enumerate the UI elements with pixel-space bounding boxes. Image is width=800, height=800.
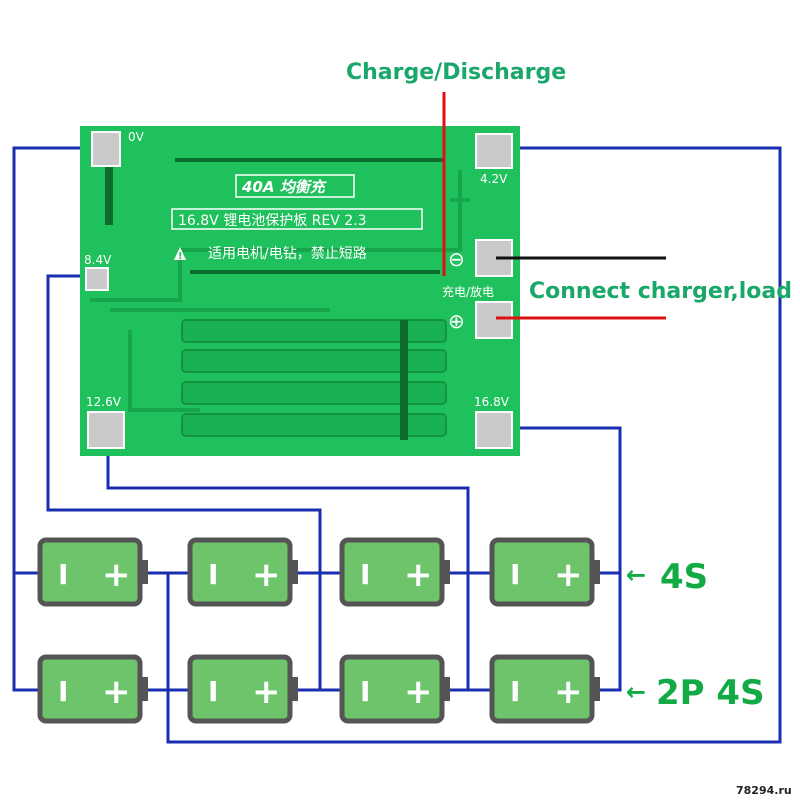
watermark: 78294.ru — [736, 784, 792, 797]
battery-plus-mark: + — [404, 672, 433, 712]
battery-terminal — [592, 677, 600, 701]
battery-cell: I+ — [339, 654, 450, 724]
wire-16v8 — [505, 426, 622, 692]
battery-minus-mark: I — [510, 675, 520, 708]
battery-terminal — [442, 560, 450, 584]
title-frame — [171, 208, 423, 230]
battery-cell: I+ — [187, 654, 298, 724]
pad-0v: 0V — [91, 130, 145, 167]
battery-cells: I+I+I+I+I+I+I+I+ — [37, 537, 600, 724]
badge-frame — [235, 174, 355, 198]
wire-12v6 — [106, 432, 470, 690]
wire-8v4 — [46, 274, 322, 690]
battery-terminal — [592, 560, 600, 584]
pad-8v4-label: 8.4V — [84, 253, 112, 267]
battery-terminal — [290, 677, 298, 701]
pad-4v2: 4.2V — [475, 133, 513, 186]
warning-icon — [174, 247, 186, 260]
battery-minus-mark: I — [208, 558, 218, 591]
arrow-4s: ← — [626, 561, 646, 589]
battery-cell: I+ — [339, 537, 450, 607]
pad-plus: ⊕ — [448, 301, 513, 339]
pad-0v-label: 0V — [128, 130, 145, 144]
board-vias — [105, 158, 445, 440]
protection-board: 0V 4.2V 8.4V 12.6V 16.8V ⊖ ⊕ 40A 均衡充 — [80, 126, 520, 456]
battery-plus-mark: + — [102, 672, 131, 712]
pad-12v6-label: 12.6V — [86, 395, 122, 409]
board-charge-discharge-silk: 充电/放电 — [442, 284, 494, 299]
charge-discharge-label: Charge/Discharge — [346, 60, 566, 85]
battery-cell: I+ — [37, 654, 148, 724]
board-warning-line: 适用电机/电钻，禁止短路 — [208, 246, 367, 262]
battery-plus-mark: + — [554, 672, 583, 712]
battery-cell: I+ — [489, 654, 600, 724]
battery-plus-mark: + — [102, 555, 131, 595]
board-cell-strips — [181, 319, 447, 437]
battery-terminal — [140, 560, 148, 584]
battery-cell: I+ — [37, 537, 148, 607]
wire-0v — [12, 146, 100, 692]
battery-plus-mark: + — [252, 555, 281, 595]
battery-minus-mark: I — [360, 675, 370, 708]
battery-terminal — [442, 677, 450, 701]
warning-mark: ! — [178, 251, 183, 262]
charger-wires — [442, 92, 666, 320]
battery-minus-mark: I — [208, 675, 218, 708]
label-4s: 4S — [660, 557, 708, 597]
pad-16v8-label: 16.8V — [474, 395, 510, 409]
battery-minus-mark: I — [510, 558, 520, 591]
battery-terminal — [290, 560, 298, 584]
blue-wiring — [12, 146, 782, 744]
pad-4v2-label: 4.2V — [480, 172, 508, 186]
battery-plus-mark: + — [252, 672, 281, 712]
battery-plus-mark: + — [404, 555, 433, 595]
plus-symbol: ⊕ — [448, 309, 465, 333]
battery-cell: I+ — [187, 537, 298, 607]
battery-terminal — [140, 677, 148, 701]
pad-12v6: 12.6V — [86, 395, 125, 449]
battery-minus-mark: I — [58, 675, 68, 708]
battery-minus-mark: I — [58, 558, 68, 591]
board-badge: 40A 均衡充 — [241, 178, 327, 196]
battery-cell: I+ — [489, 537, 600, 607]
wire-4v2 — [166, 146, 782, 744]
board-title-line: 16.8V 锂电池保护板 REV 2.3 — [178, 213, 367, 229]
arrow-2p4s: ← — [626, 678, 646, 706]
minus-symbol: ⊖ — [448, 247, 465, 271]
connect-charger-load-label: Connect charger,load — [529, 279, 792, 304]
battery-plus-mark: + — [554, 555, 583, 595]
pad-16v8: 16.8V — [474, 395, 513, 449]
label-2p4s: 2P 4S — [656, 673, 765, 713]
pad-8v4: 8.4V — [84, 253, 112, 291]
battery-minus-mark: I — [360, 558, 370, 591]
